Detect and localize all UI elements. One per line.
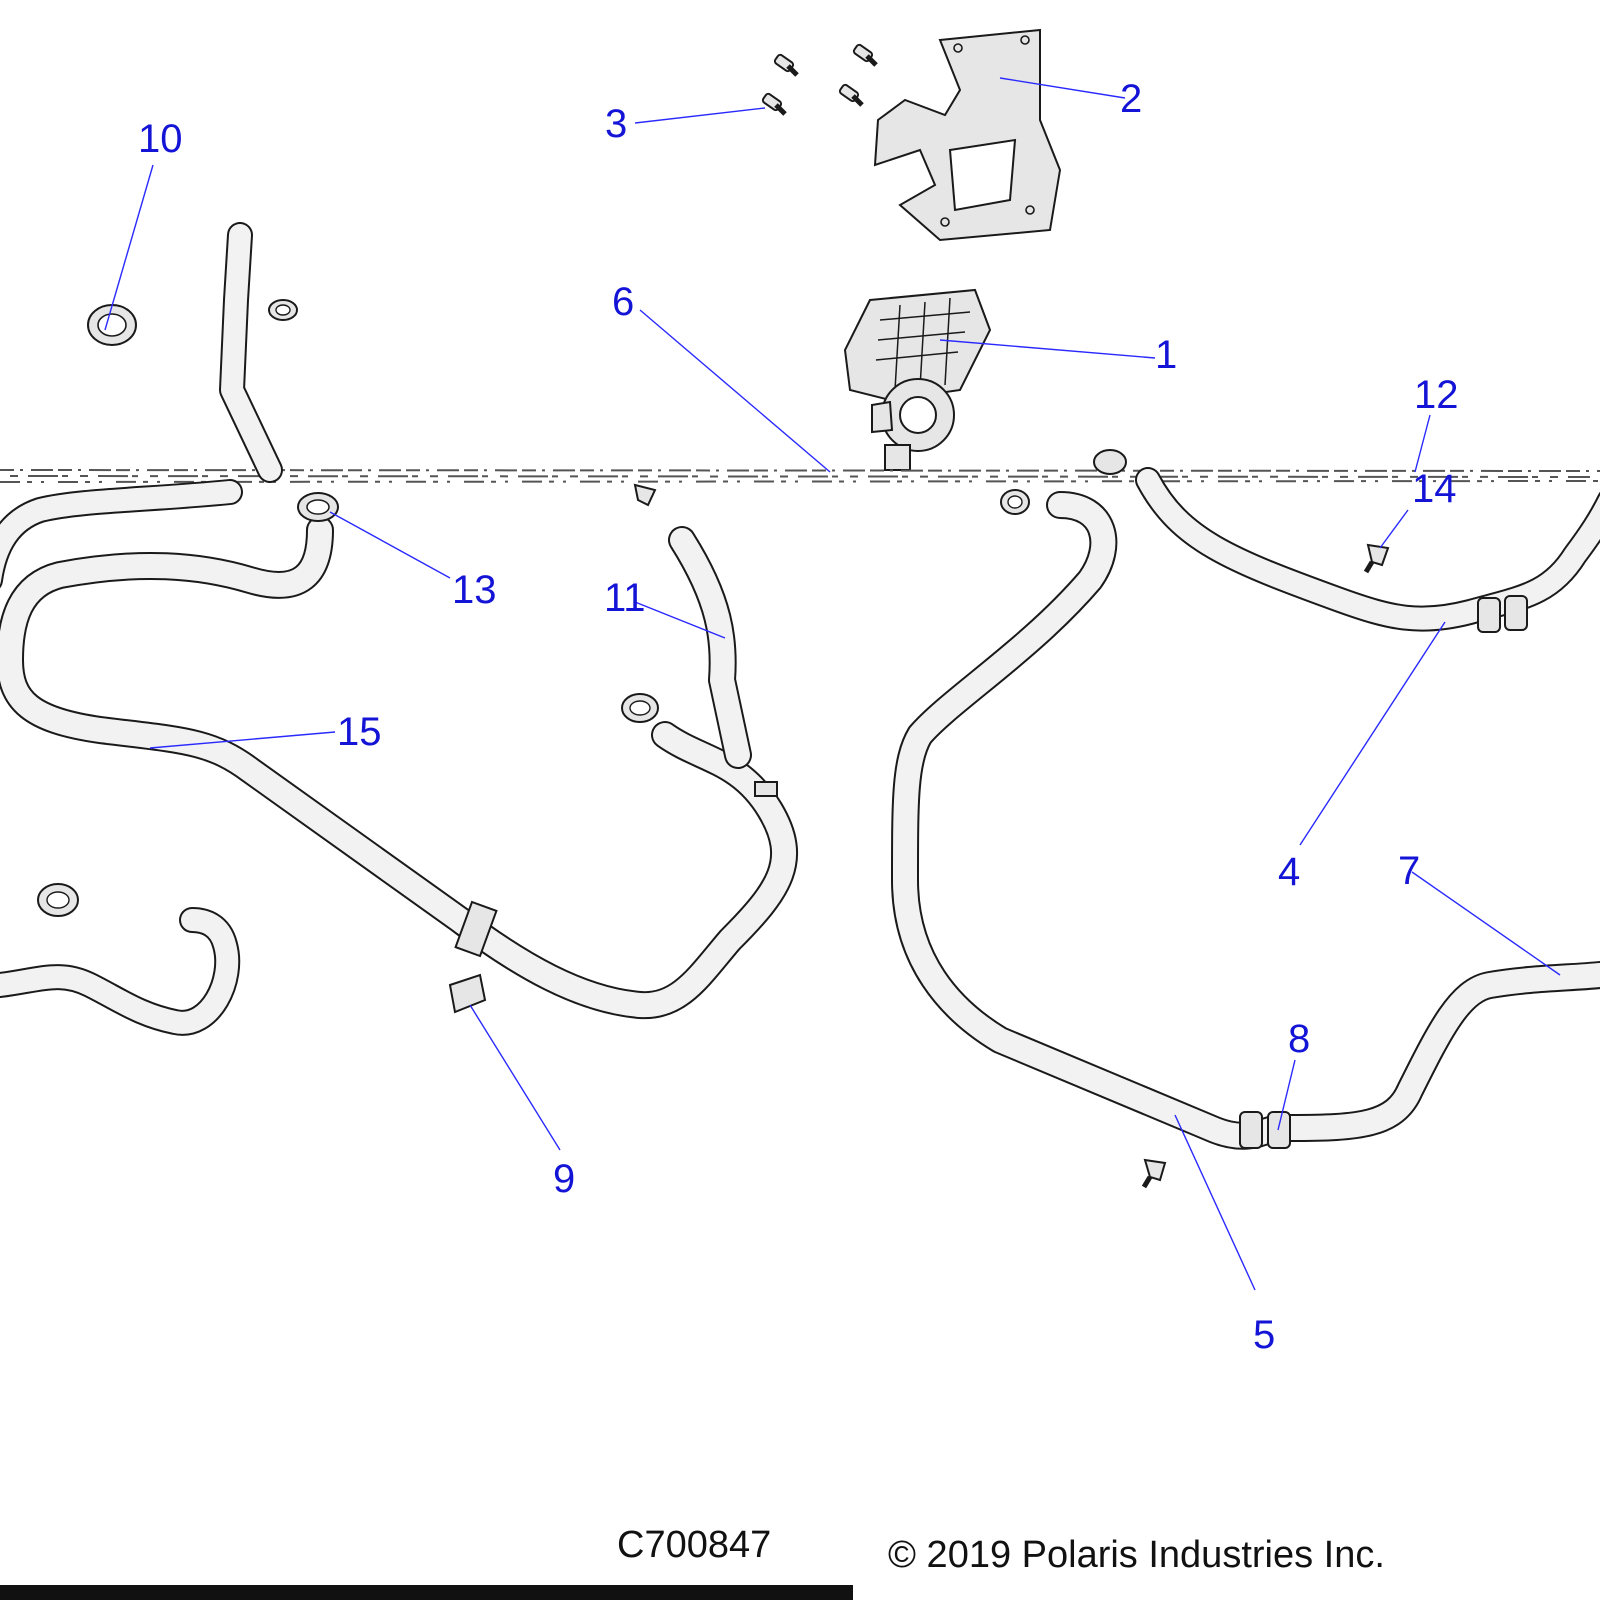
callout-3: 3 — [605, 102, 627, 146]
hose-clamp — [1093, 449, 1127, 475]
screw — [773, 53, 799, 77]
callout-14: 14 — [1412, 467, 1457, 511]
small-fitting — [754, 781, 778, 797]
callout-5: 5 — [1253, 1313, 1275, 1357]
hose-15 — [0, 516, 799, 1020]
hose-4 — [1135, 467, 1600, 632]
hose-coupler — [1477, 595, 1528, 633]
callout-11: 11 — [604, 576, 646, 620]
hose-clamp — [37, 883, 79, 917]
footer: C700847 © 2019 Polaris Industries Inc. — [0, 1524, 1385, 1600]
small-fitting — [633, 483, 657, 507]
callout-4: 4 — [1278, 850, 1300, 894]
leader-lines — [104, 77, 1561, 1291]
hose-clamp-9 — [448, 900, 498, 1014]
callout-2: 2 — [1120, 77, 1142, 121]
hose-7 — [1276, 961, 1600, 1142]
valve-assembly — [843, 288, 992, 471]
hose-clamp — [621, 693, 659, 723]
screw — [852, 43, 878, 67]
hose-clamp — [297, 492, 339, 522]
scan-noise-band — [0, 469, 1600, 483]
copyright-text: © 2019 Polaris Industries Inc. — [888, 1534, 1385, 1576]
callout-1: 1 — [1155, 333, 1177, 377]
callout-7: 7 — [1398, 849, 1420, 893]
hose-upper-left — [219, 222, 283, 483]
callout-labels: 1 2 3 4 5 6 7 8 9 10 11 12 13 14 15 — [138, 77, 1459, 1357]
hose-5 — [891, 491, 1284, 1150]
hose-11 — [668, 526, 752, 769]
callout-12: 12 — [1414, 373, 1459, 417]
screw — [761, 92, 787, 116]
drawing-number: C700847 — [617, 1524, 771, 1566]
hose-lower-left — [0, 907, 241, 1036]
callout-8: 8 — [1288, 1017, 1310, 1061]
callout-13: 13 — [452, 568, 497, 612]
screws — [761, 43, 878, 116]
callout-6: 6 — [612, 280, 634, 324]
callout-15: 15 — [337, 710, 382, 754]
hose-left-edge — [0, 479, 243, 589]
push-pin — [1141, 1158, 1167, 1189]
hose-clamp — [268, 299, 298, 321]
bottom-bar — [0, 1585, 853, 1600]
callout-10: 10 — [138, 117, 183, 161]
hose-clamp — [87, 304, 137, 346]
mounting-bracket — [873, 28, 1062, 242]
hose-clamp-8 — [1239, 1111, 1291, 1149]
push-pin-14 — [1363, 543, 1390, 574]
callout-9: 9 — [553, 1157, 575, 1201]
screw — [838, 83, 864, 107]
hose-clamp — [1000, 489, 1030, 515]
